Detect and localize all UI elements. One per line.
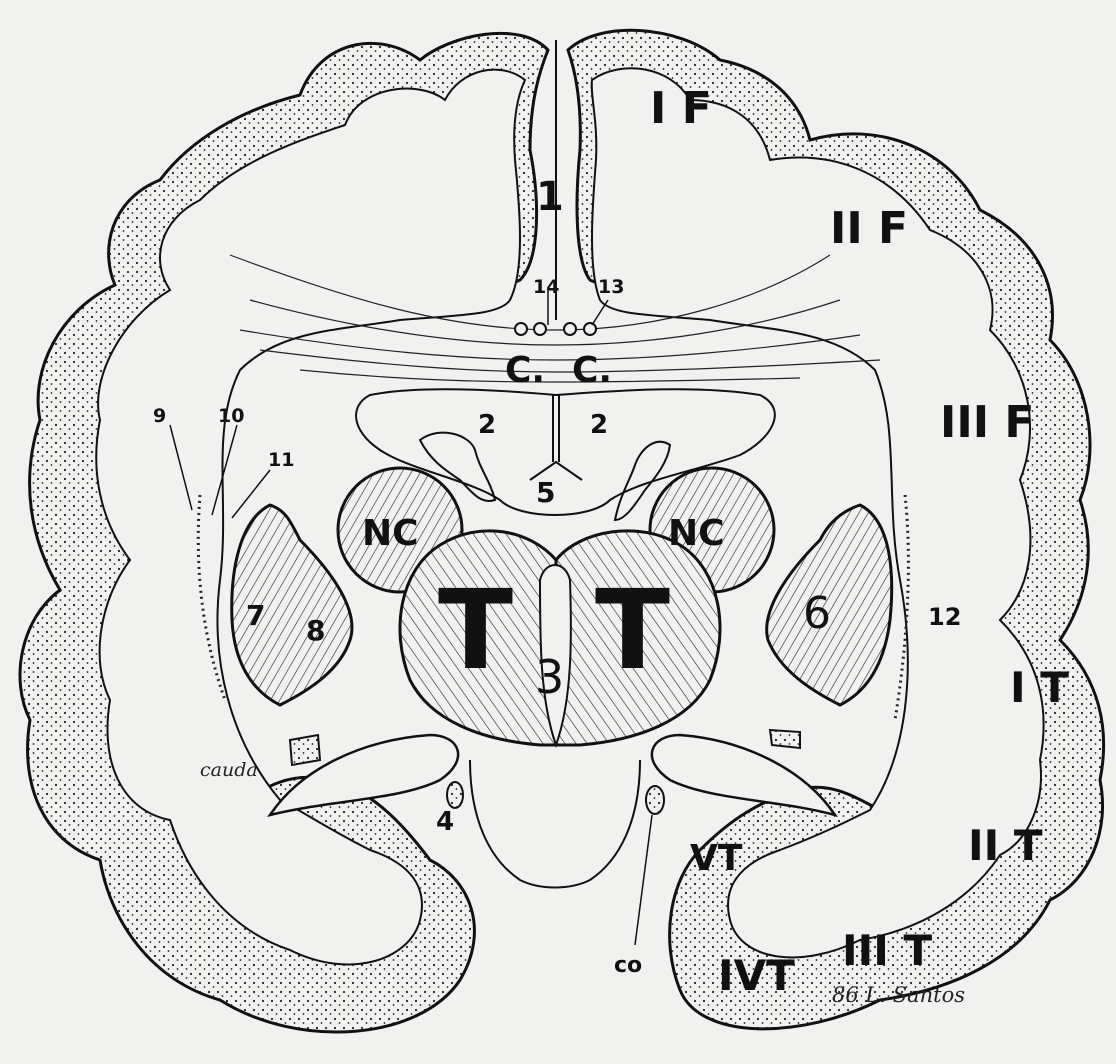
- label-frontal-1: I F: [650, 83, 712, 134]
- label-cauda: cauda: [200, 759, 258, 781]
- signature: 86 L. Santos: [832, 983, 965, 1007]
- label-6: 6: [803, 588, 831, 639]
- label-1: 1: [536, 174, 564, 220]
- label-4: 4: [436, 807, 454, 837]
- brainstem: [470, 760, 640, 888]
- label-co: co: [614, 953, 642, 978]
- label-8: 8: [306, 614, 325, 647]
- label-3: 3: [535, 650, 564, 704]
- label-corpus-callosum-left: C.: [505, 350, 545, 391]
- label-14: 14: [533, 276, 559, 298]
- label-10: 10: [218, 405, 244, 427]
- temporal-horn-right: [652, 735, 835, 815]
- label-temporal-1: I T: [1010, 663, 1069, 712]
- label-temporal-3: III T: [842, 926, 933, 975]
- label-5: 5: [536, 476, 555, 509]
- label-thalamus-right: T: [595, 566, 670, 694]
- structure-4-right-piece: [447, 782, 463, 808]
- label-2-right: 2: [590, 410, 608, 440]
- label-caudate-left: NC: [362, 513, 419, 554]
- co-structure: [646, 786, 664, 814]
- label-frontal-3: III F: [940, 397, 1035, 448]
- label-thalamus-left: T: [438, 566, 513, 694]
- label-temporal-4: IVT: [718, 951, 795, 1000]
- label-frontal-2: II F: [830, 203, 908, 254]
- label-corpus-callosum-right: C.: [572, 350, 612, 391]
- label-12: 12: [928, 603, 961, 631]
- label-temporal-5: VT: [690, 838, 743, 879]
- label-9: 9: [153, 405, 166, 427]
- label-11: 11: [268, 449, 294, 471]
- label-13: 13: [598, 276, 624, 298]
- label-2-left: 2: [478, 410, 496, 440]
- label-temporal-2: II T: [968, 821, 1043, 870]
- label-caudate-right: NC: [668, 513, 725, 554]
- label-7: 7: [246, 599, 265, 632]
- callosal-dots: [515, 323, 596, 335]
- cauda-marker: [290, 735, 320, 765]
- cauda-marker-right: [770, 730, 800, 748]
